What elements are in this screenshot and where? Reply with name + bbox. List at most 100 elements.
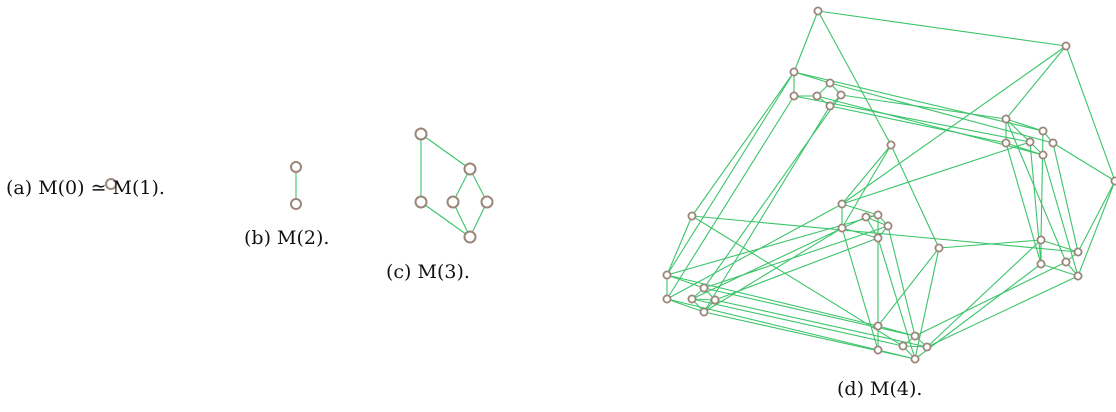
graph-node [1001,114,1011,124]
graph-edge [1040,263,1079,277]
graph-edge [666,298,705,313]
graph-node [861,212,871,222]
graph-edge [691,215,904,347]
graph-edge [1065,45,1116,182]
graph-edge [691,298,904,347]
graph-node [687,294,697,304]
graph-edge [666,95,795,300]
graph-edge [926,239,1042,348]
graph-edge [1005,118,1067,263]
graph-m3 [414,127,494,244]
graph-edge [666,274,705,289]
graph-edge [817,10,892,146]
graph-m0-m1 [105,178,117,190]
graph-edge [829,82,1054,144]
graph-edge [841,203,879,216]
graph-node [662,294,672,304]
caption-c: (c) M(3). [386,261,470,283]
graph-edge [1052,142,1116,182]
graph-node [922,342,932,352]
graph-node [662,270,672,280]
graph-node [812,91,822,101]
graph-edge [1077,180,1116,277]
graph-edge [914,263,1042,360]
graph-node [699,283,709,293]
graph-node [699,307,709,317]
graph-edge [817,10,1067,47]
graph-node [883,221,893,231]
graph-edge [841,144,892,229]
graph-node [1036,259,1046,269]
graph-node [414,127,428,141]
graph-node [446,195,460,209]
graph-node [825,101,835,111]
graph-node [290,198,302,210]
graph-node [837,199,847,209]
graph-node [1048,138,1058,148]
graph-node [789,91,799,101]
graph-node [1061,41,1071,51]
graph-edge [841,141,1031,205]
graph-node [873,321,883,331]
graph-node [910,331,920,341]
graph-edge [914,261,1067,337]
graph-edge [840,94,1007,120]
graph-edge [666,71,795,276]
graph-node [290,161,302,173]
graph-edge [666,203,843,300]
graph-node [873,233,883,243]
graph-node [105,178,117,190]
graph-edge [420,133,471,170]
graph-edge [666,215,693,276]
graph-edge [1005,45,1067,120]
graph-edge [703,94,842,289]
graph-edge [877,237,916,360]
graph-node [898,341,908,351]
graph-edge [938,239,1042,249]
graph-edge [1005,142,1042,265]
graph-node [463,162,477,176]
graph-m2 [290,161,302,210]
graph-node [687,211,697,221]
graph-edge [703,105,831,313]
graph-node [1061,257,1071,267]
graph-edge [829,105,1007,144]
graph-node [1110,176,1116,186]
graph-edge [703,225,889,289]
graph-edge [691,215,1079,253]
graph-edge [714,237,879,301]
graph-node [1036,235,1046,245]
graph-edge [1052,142,1079,253]
graph-node [1038,150,1048,160]
graph-edge [877,349,916,360]
graph-edge [691,71,795,217]
graph-edge [793,71,1044,132]
graph-edge [1077,180,1116,253]
graph-edge [714,299,928,348]
graph-node [480,195,494,209]
graph-edge [1005,118,1031,143]
graph-node [873,210,883,220]
graph-node [934,243,944,253]
graph-node [836,90,846,100]
graph-node [873,345,883,355]
graph-edge [914,247,940,360]
caption-d: (d) M(4). [837,378,923,400]
graph-edge [877,247,940,327]
caption-b: (b) M(2). [244,227,330,249]
graph-edge [877,325,916,337]
graph-edge [926,275,1079,348]
graph-edge [1042,154,1079,277]
graph-node [910,354,920,364]
graph-edge [841,45,1067,205]
graph-node [414,195,428,209]
graph-edge [666,298,879,351]
graph-edge [1005,118,1044,132]
graph-node [1073,271,1083,281]
graph-edge [703,287,916,337]
graph-node [886,140,896,150]
graph-node [825,78,835,88]
graph-edge [420,201,471,238]
graph-edge [703,227,843,313]
graph-node [837,223,847,233]
